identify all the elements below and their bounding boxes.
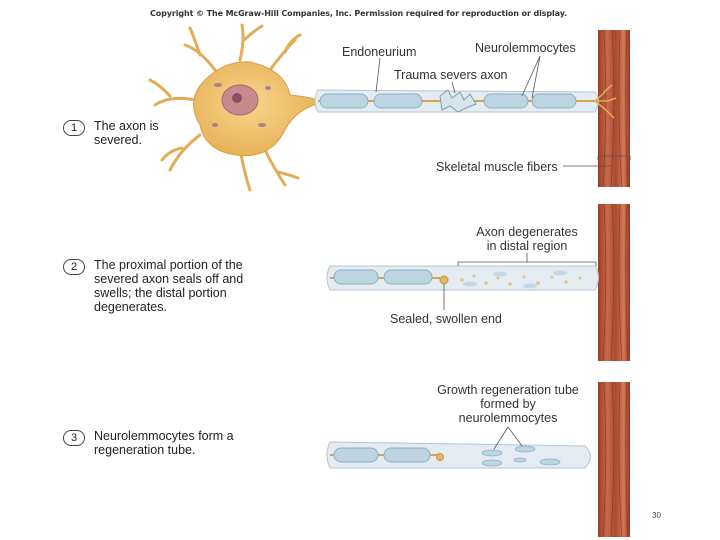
label-trauma: Trauma severs axon (394, 68, 508, 82)
nerve-fiber-2 (326, 265, 599, 291)
label-skeletal-muscle: Skeletal muscle fibers (436, 160, 558, 174)
label-growth-tube: Growth regeneration tube formed by neuro… (430, 383, 586, 425)
nerve-fiber-1 (314, 89, 599, 113)
page-number: 30 (652, 511, 661, 520)
neuron-cell-body (148, 23, 321, 192)
trauma-marker (451, 81, 456, 94)
label-growth-line2: formed by (480, 397, 536, 411)
label-neurolemmocytes: Neurolemmocytes (475, 41, 576, 55)
copyright-notice: Copyright © The McGraw-Hill Companies, I… (150, 9, 568, 18)
step-3-number: 3 (63, 430, 85, 446)
neuromuscular-junction (594, 84, 617, 119)
nerve-fiber-3 (326, 441, 591, 469)
leader-lines (375, 55, 631, 167)
label-axon-degenerates-line1: Axon degenerates (476, 225, 578, 239)
step-1-text: The axon is severed. (94, 119, 159, 147)
muscle-fibers-3 (598, 381, 630, 538)
growth-leader-lines (493, 426, 523, 450)
label-axon-degenerates-line2: in distal region (486, 239, 568, 253)
muscle-fibers-2 (598, 203, 630, 362)
step-2-number: 2 (63, 259, 85, 275)
step-1-number: 1 (63, 120, 85, 136)
label-endoneurium: Endoneurium (342, 45, 417, 59)
degeneration-bracket (443, 253, 597, 310)
step-2-text: The proximal portion of the severed axon… (94, 258, 244, 314)
label-growth-line3: neurolemmocytes (458, 411, 558, 425)
label-growth-line1: Growth regeneration tube (437, 383, 579, 397)
step-3-text: Neurolemmocytes form a regeneration tube… (94, 429, 234, 457)
muscle-fibers-1 (598, 29, 630, 188)
label-sealed-end: Sealed, swollen end (390, 312, 502, 326)
label-axon-degenerates: Axon degenerates in distal region (464, 225, 590, 253)
